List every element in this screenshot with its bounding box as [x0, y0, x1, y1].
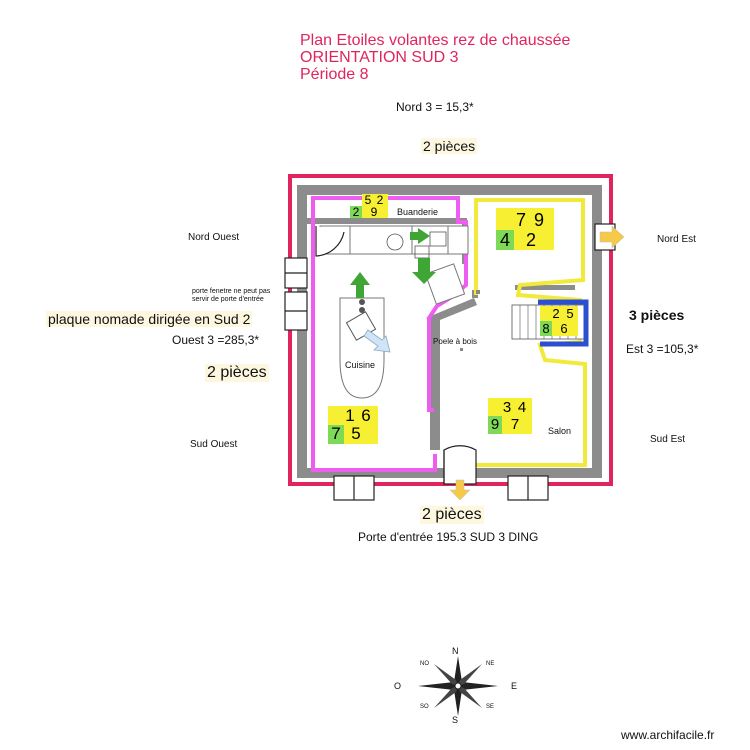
sink-icon [386, 231, 447, 259]
compass-se: SE [486, 704, 495, 710]
plaque-arrow [363, 329, 391, 353]
star-mountain: 3 [502, 399, 512, 416]
stars-cuisine: 1 6 7 5 [328, 406, 378, 444]
title-line-3: Période 8 [300, 66, 369, 83]
star-period: 2 [525, 230, 536, 250]
star-water: 4 [517, 399, 527, 416]
star-period: 6 [560, 321, 568, 336]
star-base: 8 [542, 321, 550, 336]
star-period: 5 [351, 424, 361, 443]
compass-ne: NE [486, 661, 495, 667]
compass-n: N [452, 646, 459, 656]
nord-est-label: Nord Est [657, 234, 696, 245]
pieces-left-label: 2 pièces [205, 364, 269, 382]
est-label: Est 3 =105,3* [626, 342, 699, 356]
green-arrows [350, 228, 436, 298]
sud-est-label: Sud Est [650, 434, 686, 445]
compass-so: SO [420, 704, 429, 710]
stars-nord-est: 7 9 4 2 [496, 208, 554, 250]
compass-e: E [511, 681, 518, 691]
ouest-label: Ouest 3 =285,3* [172, 333, 260, 347]
stars-escalier: 2 5 8 6 [540, 306, 578, 336]
star-base: 7 [331, 424, 341, 443]
porte-fenetre-note: porte fenetre ne peut pas servir de port… [192, 288, 271, 303]
room-poele: Poele à bois [433, 337, 478, 346]
nord-label: Nord 3 = 15,3* [396, 100, 474, 114]
star-water: 2 [376, 193, 384, 207]
star-water: 9 [533, 210, 544, 230]
star-period: 7 [510, 416, 520, 433]
stars-salon: 3 4 9 7 [488, 398, 532, 434]
poele-icon [460, 290, 480, 351]
porte-entree-label: Porte d'entrée 195.3 SUD 3 DING [358, 530, 539, 544]
kitchen-island [339, 297, 385, 399]
compass-no: NO [420, 661, 429, 667]
star-mountain: 5 [364, 193, 372, 207]
compass-s: S [452, 715, 459, 725]
magenta-outline [311, 196, 468, 472]
title-line-1: Plan Etoiles volantes rez de chaussée [300, 32, 571, 49]
star-water: 6 [361, 406, 371, 425]
star-base: 4 [499, 230, 510, 250]
star-mountain: 7 [515, 210, 526, 230]
pieces-right-label: 3 pièces [629, 307, 685, 323]
nord-ouest-label: Nord Ouest [188, 232, 240, 243]
star-base: 9 [490, 416, 500, 433]
room-salon: Salon [548, 426, 572, 436]
stars-buanderie: 5 2 2 9 [350, 194, 388, 218]
watermark: www.archifacile.fr [621, 728, 715, 742]
star-mountain: 2 [552, 306, 560, 321]
pieces-bottom-label: 2 pièces [420, 506, 484, 524]
orange-arrows [449, 225, 625, 501]
plan-title: Plan Etoiles volantes rez de chaussée OR… [300, 32, 570, 83]
room-buanderie: Buanderie [397, 207, 439, 217]
star-mountain: 1 [345, 406, 355, 425]
sud-ouest-label: Sud Ouest [190, 439, 238, 450]
kitchen-counter [319, 225, 469, 305]
star-base: 2 [352, 205, 360, 219]
star-water: 5 [566, 306, 574, 321]
pieces-top-label: 2 pièces [421, 138, 478, 154]
title-line-2: ORIENTATION SUD 3 [300, 49, 459, 66]
compass-o: O [394, 681, 402, 691]
room-cuisine: Cuisine [345, 360, 376, 370]
star-period: 9 [370, 205, 378, 219]
plaque-label: plaque nomade dirigée en Sud 2 [46, 311, 253, 327]
doors [284, 223, 616, 501]
compass-icon [418, 656, 498, 716]
